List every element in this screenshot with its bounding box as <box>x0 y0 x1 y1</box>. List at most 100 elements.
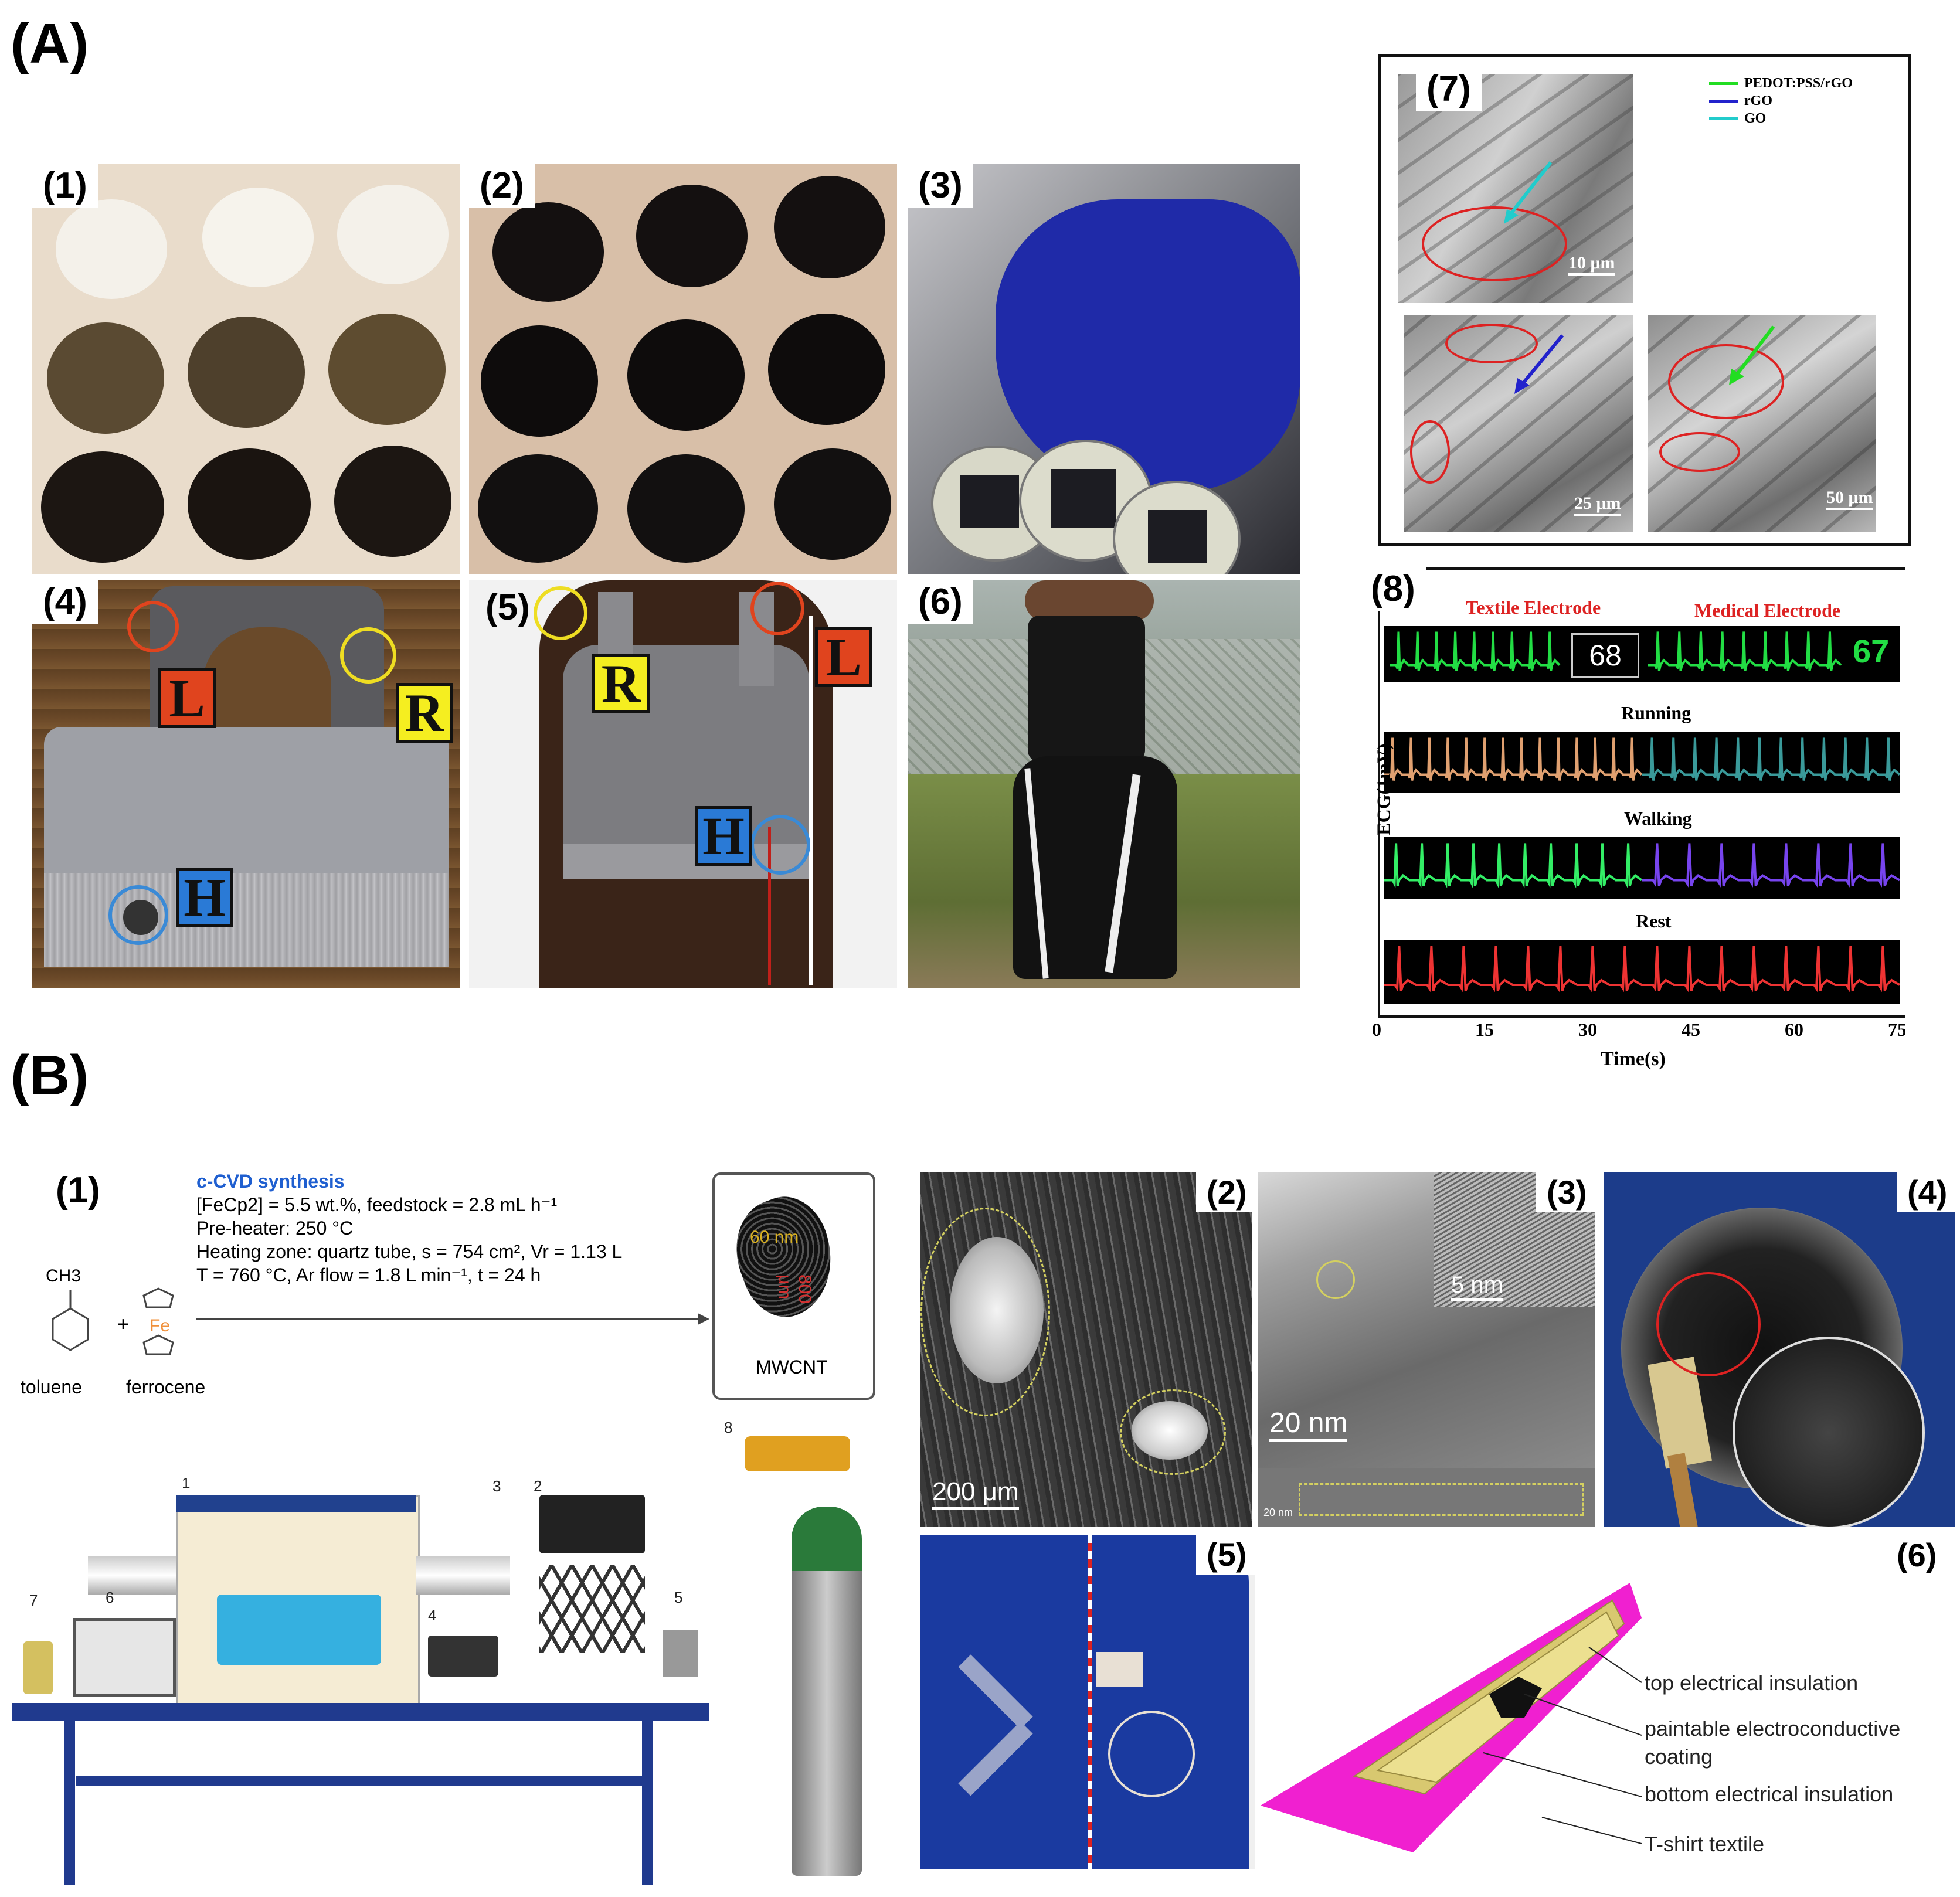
panel-b5-label: (5) <box>1196 1535 1255 1575</box>
textile-electrode-title: Textile Electrode <box>1466 597 1601 618</box>
synthesis-conditions: c-CVD synthesis [FeCp2] = 5.5 wt.%, feed… <box>196 1170 622 1287</box>
marker-h-worn: H <box>695 806 752 866</box>
panel-a3-label: (3) <box>908 164 973 208</box>
panel-b6-label: (6) <box>1897 1536 1937 1573</box>
panel-a4-label: (4) <box>32 580 98 624</box>
ecg-xtick: 60 <box>1785 1019 1803 1040</box>
ferrocene-label: ferrocene <box>126 1376 206 1398</box>
ecg-xtick: 30 <box>1578 1019 1597 1040</box>
panel-a8-ecg: (8) Textile Electrode Medical Electrode … <box>1354 567 1905 1083</box>
panel-a2-photo: (2) <box>469 164 897 574</box>
apparatus-num-5: 5 <box>674 1589 683 1606</box>
b2-scale-200um: 200 μm <box>932 1477 1019 1510</box>
panel-a7-sem: PEDOT:PSS/rGO rGO GO 10 μm 25 μm 50 μm (… <box>1378 54 1911 546</box>
textile-monitor-trace <box>1390 631 1561 671</box>
panel-b4-label: (4) <box>1897 1172 1955 1212</box>
layer-schematic <box>1261 1583 1642 1852</box>
section-a-label: (A) <box>11 12 89 75</box>
apparatus-num-3: 3 <box>492 1477 501 1495</box>
sem-legend: PEDOT:PSS/rGO rGO GO <box>1709 74 1853 127</box>
panel-a6-label: (6) <box>908 580 973 624</box>
methyl-label: CH3 <box>46 1266 81 1286</box>
panel-a1-label: (1) <box>32 164 98 208</box>
running-strip <box>1384 732 1901 793</box>
b3-scale-5nm: 5 nm <box>1451 1272 1503 1301</box>
layer-bottom-insulation: bottom electrical insulation <box>1645 1782 1894 1806</box>
panel-a8-label: (8) <box>1360 567 1426 611</box>
walking-textile-trace <box>1384 843 1643 889</box>
svg-text:+: + <box>117 1313 129 1335</box>
legend-swatch-pedot <box>1709 81 1738 85</box>
panel-b2-label: (2) <box>1196 1172 1252 1212</box>
marker-l-left: L <box>158 668 216 728</box>
panel-b3-label: (3) <box>1536 1172 1595 1212</box>
reaction-arrow <box>196 1313 709 1325</box>
sem-scale-25um: 25 μm <box>1574 494 1621 516</box>
legend-swatch-rgo <box>1709 99 1738 103</box>
mwcnt-product-box: 60 nm 800 μm MWCNT <box>712 1172 875 1400</box>
panel-a5-photo: R L H (5) <box>469 580 897 988</box>
ecg-ylabel: ECG(1mV) <box>1373 743 1394 835</box>
panel-b5-photo: (5) <box>920 1535 1255 1869</box>
apparatus-num-4: 4 <box>428 1606 437 1624</box>
legend-label-rgo: rGO <box>1744 93 1772 108</box>
synthesis-title: c-CVD synthesis <box>196 1171 345 1192</box>
legend-label-go: GO <box>1744 110 1767 126</box>
running-textile-trace <box>1384 737 1643 781</box>
apparatus-num-1: 1 <box>182 1474 191 1492</box>
dim-60nm: 60 nm <box>750 1228 799 1247</box>
panel-b2-sem: 200 μm (2) <box>920 1172 1252 1527</box>
legend-swatch-go <box>1709 117 1738 120</box>
medical-heart-rate: 67 <box>1853 633 1890 669</box>
layer-tshirt-textile: T-shirt textile <box>1645 1832 1765 1856</box>
panel-a1-photo: (1) <box>32 164 460 574</box>
marker-l-worn: L <box>815 627 872 687</box>
panel-a6-photo: (6) <box>908 580 1300 988</box>
panel-a5-label: (5) <box>485 587 530 628</box>
panel-b3-tem: 5 nm 20 nm 20 nm (3) <box>1258 1172 1595 1527</box>
walking-medical-trace <box>1642 843 1901 888</box>
ecg-xtick: 0 <box>1372 1019 1381 1040</box>
ecg-xtick: 15 <box>1475 1019 1494 1040</box>
panel-a3-photo: (3) <box>908 164 1300 574</box>
reactant-structures: + <box>52 1287 174 1355</box>
apparatus-num-2: 2 <box>534 1477 542 1495</box>
apparatus-num-7: 7 <box>29 1592 38 1609</box>
legend-label-pedot: PEDOT:PSS/rGO <box>1744 75 1853 91</box>
section-b-label: (B) <box>11 1044 89 1107</box>
layer-top-insulation: top electrical insulation <box>1645 1671 1859 1695</box>
running-medical-trace <box>1642 737 1901 781</box>
textile-heart-rate: 68 <box>1571 633 1639 678</box>
panel-a7-label: (7) <box>1416 67 1482 111</box>
walking-strip <box>1384 837 1901 899</box>
sem-scale-50um: 50 μm <box>1826 488 1873 510</box>
synthesis-line-1: [FeCp2] = 5.5 wt.%, feedstock = 2.8 mL h… <box>196 1194 558 1215</box>
b3-scale-20nm: 20 nm <box>1269 1407 1348 1442</box>
mwcnt-label: MWCNT <box>756 1357 828 1378</box>
condition-rest: Rest <box>1636 910 1672 931</box>
cvd-apparatus: 1 2 3 4 5 6 7 8 <box>12 1419 891 1888</box>
synthesis-line-3: Heating zone: quartz tube, s = 754 cm², … <box>196 1241 623 1262</box>
sem-scale-10um: 10 μm <box>1568 253 1615 276</box>
marker-r-left: R <box>396 683 453 743</box>
marker-r-worn: R <box>592 654 650 713</box>
marker-h-left: H <box>176 868 233 927</box>
medical-electrode-title: Medical Electrode <box>1694 600 1841 621</box>
toluene-label: toluene <box>21 1376 82 1398</box>
synthesis-line-4: T = 760 °C, Ar flow = 1.8 L min⁻¹, t = 2… <box>196 1264 541 1286</box>
condition-running: Running <box>1621 702 1691 723</box>
rest-trace <box>1384 946 1901 992</box>
layer-conductive-coating: paintable electroconductive coating <box>1645 1716 1901 1769</box>
ecg-xtick: 75 <box>1888 1019 1905 1040</box>
synthesis-line-2: Pre-heater: 250 °C <box>196 1218 354 1239</box>
iron-label: Fe <box>150 1316 171 1335</box>
apparatus-num-6: 6 <box>106 1589 114 1606</box>
b3-scale-20nm-small: 20 nm <box>1263 1507 1293 1518</box>
panel-a4-photo: L R H (4) <box>32 580 460 988</box>
ecg-xlabel: Time(s) <box>1601 1048 1666 1070</box>
rest-strip <box>1384 940 1901 1004</box>
monitor-strip: 68 67 <box>1384 626 1900 682</box>
condition-walking: Walking <box>1624 808 1692 829</box>
dim-800um: 800 μm <box>775 1274 814 1304</box>
ecg-xtick: 45 <box>1682 1019 1700 1040</box>
